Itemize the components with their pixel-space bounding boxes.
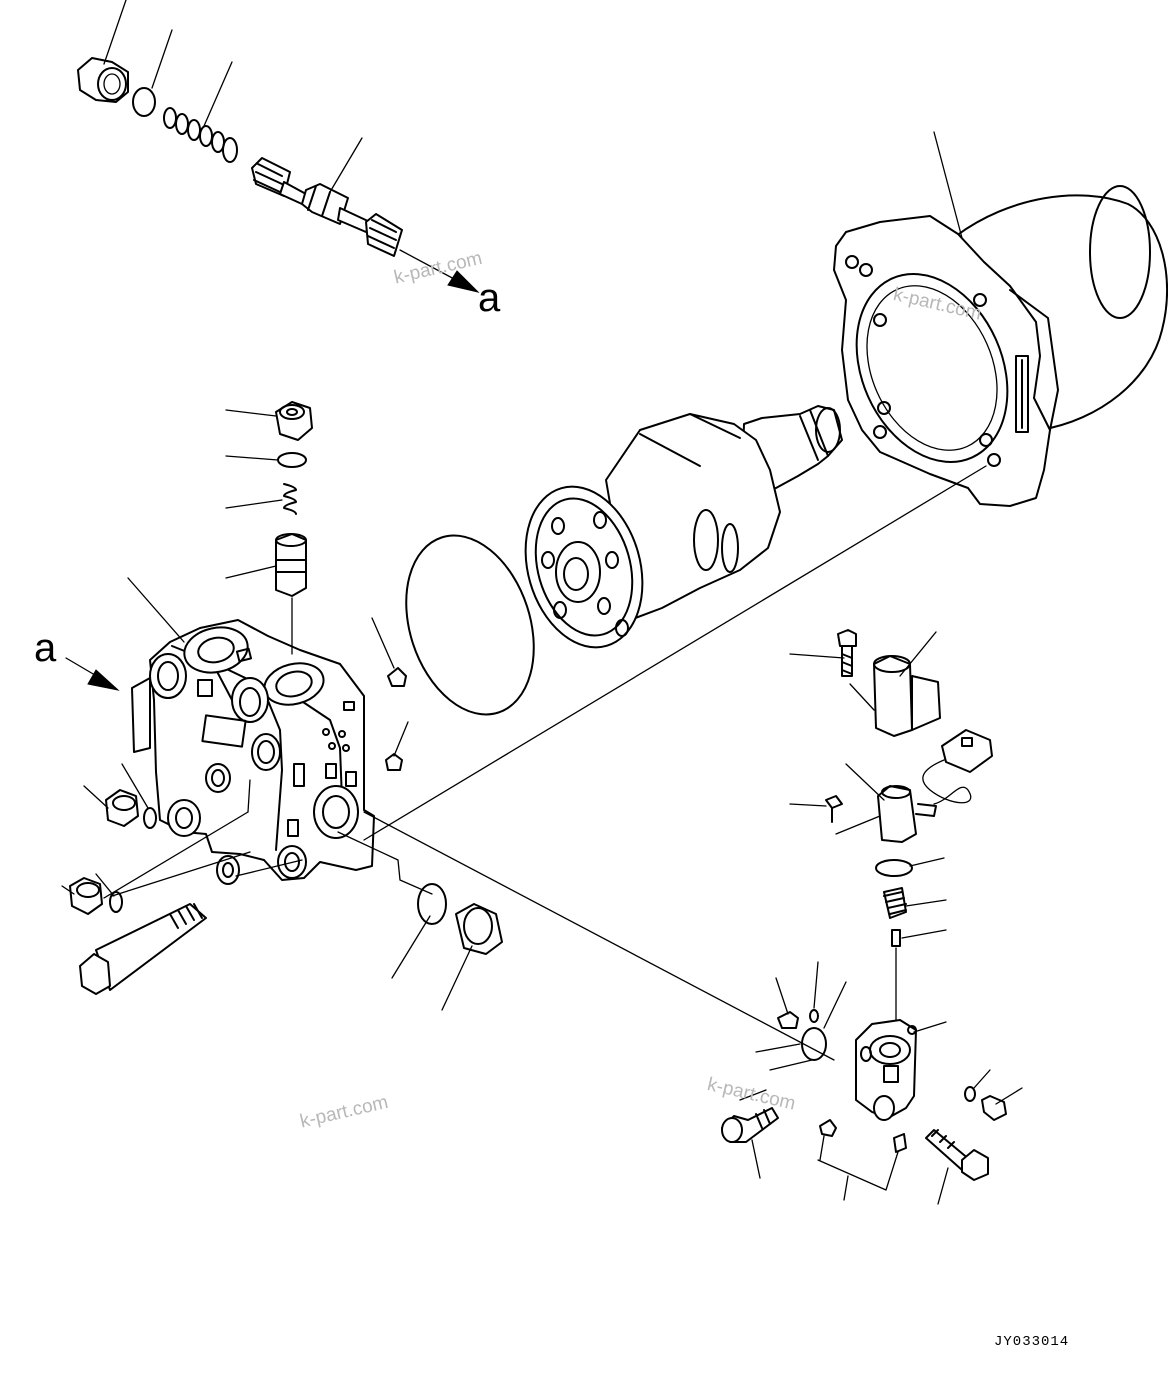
bolt-right-long: [925, 1129, 989, 1181]
o-ring-right: [875, 859, 913, 877]
o-ring-small: [277, 452, 307, 468]
check-valve: [721, 1107, 779, 1143]
pin-right: [891, 929, 901, 947]
plug-left-1: [105, 789, 139, 827]
small-plug-right-3: [893, 1133, 907, 1153]
o-ring-left-1: [143, 807, 157, 829]
arrow-head-left: [87, 669, 120, 691]
plug-bottom: [455, 903, 503, 955]
o-ring-bottom: [417, 883, 447, 925]
spring-right: [883, 887, 907, 919]
washer: [216, 855, 240, 885]
connector-plug: [941, 729, 993, 773]
drawing-code: JY033014: [994, 1334, 1070, 1350]
spool: [251, 157, 403, 257]
solenoid-wire: [922, 759, 972, 805]
arrow-line-top: [399, 249, 457, 281]
relief-poppet: [275, 533, 307, 655]
o-ring-left-2: [109, 891, 123, 913]
o-ring-right-2: [964, 1086, 976, 1102]
small-plug-right-2: [819, 1119, 837, 1137]
leader-lines: [61, 0, 1023, 1205]
plug-left-2: [69, 877, 103, 915]
spring-top-left: [163, 107, 238, 163]
o-ring-right-small: [809, 1009, 819, 1023]
cylinder-block: [524, 405, 843, 649]
small-plug-2: [385, 753, 403, 771]
solenoid-valve: [877, 785, 937, 843]
o-ring-top-left: [132, 87, 156, 117]
long-bolt: [79, 903, 207, 995]
arrow-label-top: a: [478, 276, 501, 320]
motor-housing: [833, 185, 1168, 507]
large-o-ring: [405, 534, 535, 716]
arrow-head-top: [447, 270, 480, 293]
solenoid-coil: [873, 655, 941, 737]
o-ring-right-medium: [801, 1027, 827, 1061]
spring-small: [283, 483, 297, 515]
screw-right: [825, 795, 843, 823]
arrow-label-left: a: [34, 626, 57, 670]
valve-body: [131, 619, 375, 881]
plug-top-left: [77, 57, 129, 103]
small-plug-1: [387, 667, 407, 687]
valve-block-right: [855, 1019, 917, 1121]
solenoid-bolt: [837, 629, 857, 677]
cap-plug: [275, 401, 313, 441]
